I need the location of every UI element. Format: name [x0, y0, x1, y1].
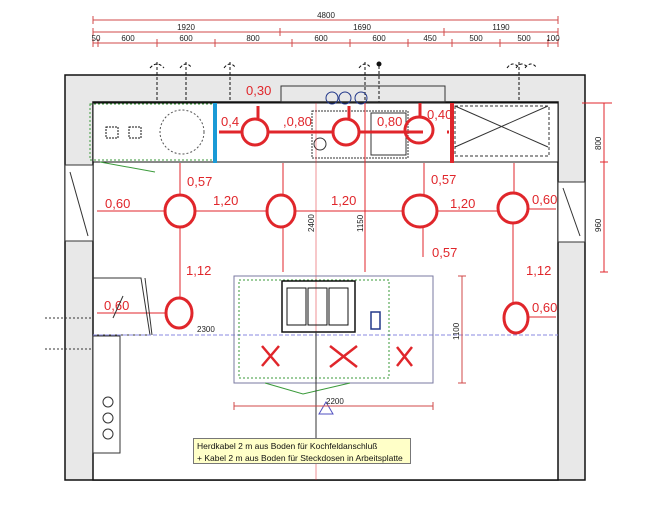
dim-segment: 500 — [517, 34, 531, 43]
dim-segment: 800 — [246, 34, 260, 43]
distance-label: 0,57 — [187, 174, 212, 189]
dim-segment: 450 — [423, 34, 437, 43]
dim-right: 960 — [594, 218, 603, 232]
dim-segment: 50 — [92, 34, 101, 43]
distance-label: 0,57 — [432, 245, 457, 260]
annotation-note: Herdkabel 2 m aus Boden für Kochfeldansc… — [193, 438, 411, 464]
dim-segment: 600 — [372, 34, 386, 43]
dim-segment: 500 — [469, 34, 483, 43]
dim-vertical: 1150 — [356, 214, 365, 232]
note-line: + Kabel 2 m aus Boden für Steckdosen in … — [197, 453, 403, 463]
dim-island-depth: 1100 — [452, 322, 461, 340]
burner-icon — [105, 126, 119, 139]
distance-label: 1,20 — [213, 193, 238, 208]
appliance-cross — [454, 105, 549, 148]
dim-segment: 600 — [179, 34, 193, 43]
island — [233, 275, 466, 438]
distance-label: 1,12 — [186, 263, 211, 278]
socket-block-icon — [370, 311, 381, 330]
cross-mark-icon — [261, 345, 413, 368]
distance-label: 0,30 — [246, 83, 271, 98]
dim-segment: 600 — [121, 34, 135, 43]
hood — [280, 85, 446, 103]
dim-group: 1690 — [353, 23, 371, 32]
distance-label: ,0,80 — [283, 114, 312, 129]
distance-label: 0,60 — [532, 192, 557, 207]
cooktop-icon — [281, 280, 356, 333]
dim-segment: 600 — [314, 34, 328, 43]
note-line: Herdkabel 2 m aus Boden für Kochfeldansc… — [197, 441, 378, 451]
burner-icon — [128, 126, 142, 139]
dim-group: 1190 — [492, 23, 510, 32]
round-table-icon — [159, 109, 205, 155]
distance-label: 0,57 — [431, 172, 456, 187]
sink-icon — [311, 110, 409, 159]
top-dimensions — [92, 16, 559, 47]
distance-label: 1,20 — [331, 193, 356, 208]
dim-vertical: 2400 — [307, 214, 316, 232]
dim-floor: 2300 — [197, 325, 215, 334]
distance-label: 0,4 — [221, 114, 239, 129]
distance-label: 1,20 — [450, 196, 475, 211]
distance-label: 0,60 — [105, 196, 130, 211]
distance-label: 0,80 — [377, 114, 402, 129]
tap-icon — [313, 137, 327, 151]
socket-icons — [149, 61, 538, 102]
dim-total: 4800 — [317, 11, 335, 20]
marker-triangle-icon — [318, 401, 334, 415]
left-units — [45, 277, 153, 454]
distance-label: 1,12 — [526, 263, 551, 278]
dim-group: 1920 — [177, 23, 195, 32]
dim-segment: 100 — [546, 34, 560, 43]
distance-label: 0,60 — [532, 300, 557, 315]
distance-label: 0,60 — [104, 298, 129, 313]
dim-island-width: 2200 — [326, 397, 344, 406]
distance-label: 0,40 — [427, 107, 452, 122]
dim-right: 800 — [594, 136, 603, 150]
